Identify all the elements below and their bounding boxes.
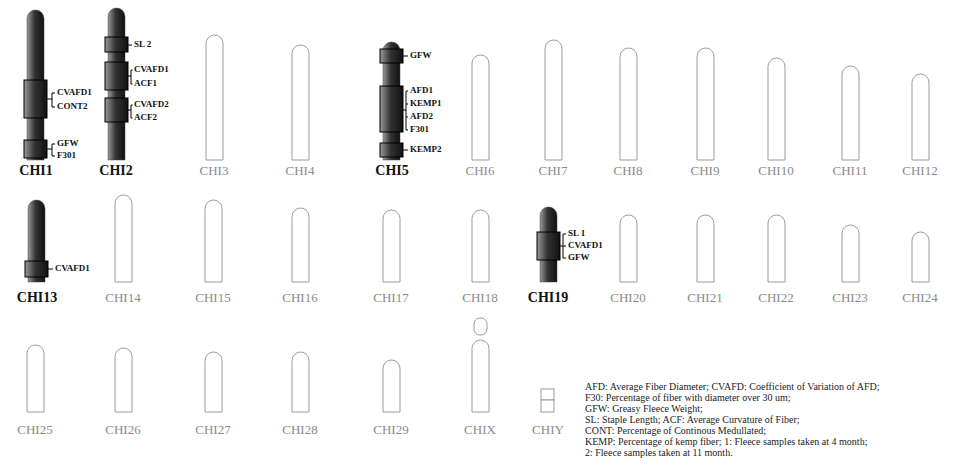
legend-note: AFD: Average Fiber Diameter; CVAFD: Coef… — [585, 381, 880, 392]
qtl-label: F301 — [410, 125, 429, 135]
chromosome-label: CHI1 — [19, 163, 52, 178]
chromosome-label: CHI13 — [17, 290, 57, 305]
chromosome-label: CHI3 — [200, 164, 229, 178]
qtl-label: GFW — [410, 51, 432, 61]
chromosome-label: CHI28 — [282, 423, 317, 437]
qtl-label: KEMP2 — [410, 145, 442, 155]
chromosome-label: CHI12 — [902, 164, 937, 178]
chromosome-label: CHI18 — [462, 291, 497, 305]
qtl-label: CVAFD1 — [134, 65, 169, 75]
chromosome-label: CHI14 — [105, 291, 140, 305]
chromosome-label: CHI10 — [758, 164, 793, 178]
chromosome-label: CHI23 — [832, 291, 867, 305]
qtl-label: CVAFD1 — [55, 264, 90, 274]
qtl-label: AFD1 — [410, 86, 433, 96]
qtl-label: GFW — [57, 139, 79, 149]
chromosome-label: CHI7 — [539, 164, 568, 178]
qtl-label: CVAFD1 — [568, 241, 603, 251]
chromosome-label: CHI19 — [528, 290, 568, 305]
chromosome-label: CHI9 — [691, 164, 720, 178]
qtl-label: KEMP1 — [410, 99, 442, 109]
chromosome-label: CHI15 — [195, 291, 230, 305]
qtl-label: AFD2 — [410, 112, 433, 122]
chromosome-label: CHI2 — [99, 163, 132, 178]
qtl-label: SL 1 — [568, 229, 585, 239]
chromosome-label: CHI22 — [758, 291, 793, 305]
qtl-label: F301 — [57, 151, 76, 161]
chromosome-label: CHI26 — [105, 423, 140, 437]
legend-note: SL: Staple Length; ACF: Average Curvatur… — [585, 414, 800, 425]
chromosome-label: CHI16 — [282, 291, 317, 305]
chromosome-label: CHIX — [464, 423, 496, 437]
chromosome-label: CHI20 — [610, 291, 645, 305]
qtl-label: GFW — [568, 253, 590, 263]
qtl-label: SL 2 — [134, 40, 151, 50]
chromosome-label: CHI27 — [195, 423, 230, 437]
chromosome-label: CHI4 — [286, 164, 315, 178]
chromosome-label: CHI5 — [375, 163, 408, 178]
chromosome-label: CHI17 — [373, 291, 408, 305]
qtl-label: CVAFD1 — [57, 88, 92, 98]
chromosome-label: CHI11 — [833, 164, 868, 178]
chromosome-label: CHI21 — [687, 291, 722, 305]
legend-note: GFW: Greasy Fleece Weight; — [585, 403, 703, 414]
qtl-label: CONT2 — [57, 102, 88, 112]
qtl-label: CVAFD2 — [134, 100, 169, 110]
chromosome-label: CHI24 — [902, 291, 937, 305]
legend-note: CONT: Percentage of Continous Medullated… — [585, 425, 766, 436]
qtl-label: ACF2 — [134, 113, 157, 123]
chromosome-label: CHI25 — [17, 423, 52, 437]
chromosome-label: CHI8 — [614, 164, 643, 178]
qtl-label: ACF1 — [134, 79, 157, 89]
chromosome-label: CHI29 — [373, 423, 408, 437]
legend-note: 2: Fleece samples taken at 11 month. — [585, 447, 733, 458]
legend-note: F30: Percentage of fiber with diameter o… — [585, 392, 791, 403]
chromosome-label: CHIY — [532, 423, 564, 437]
chromosome-label: CHI6 — [466, 164, 495, 178]
legend-note: KEMP: Percentage of kemp fiber; 1: Fleec… — [585, 436, 867, 447]
